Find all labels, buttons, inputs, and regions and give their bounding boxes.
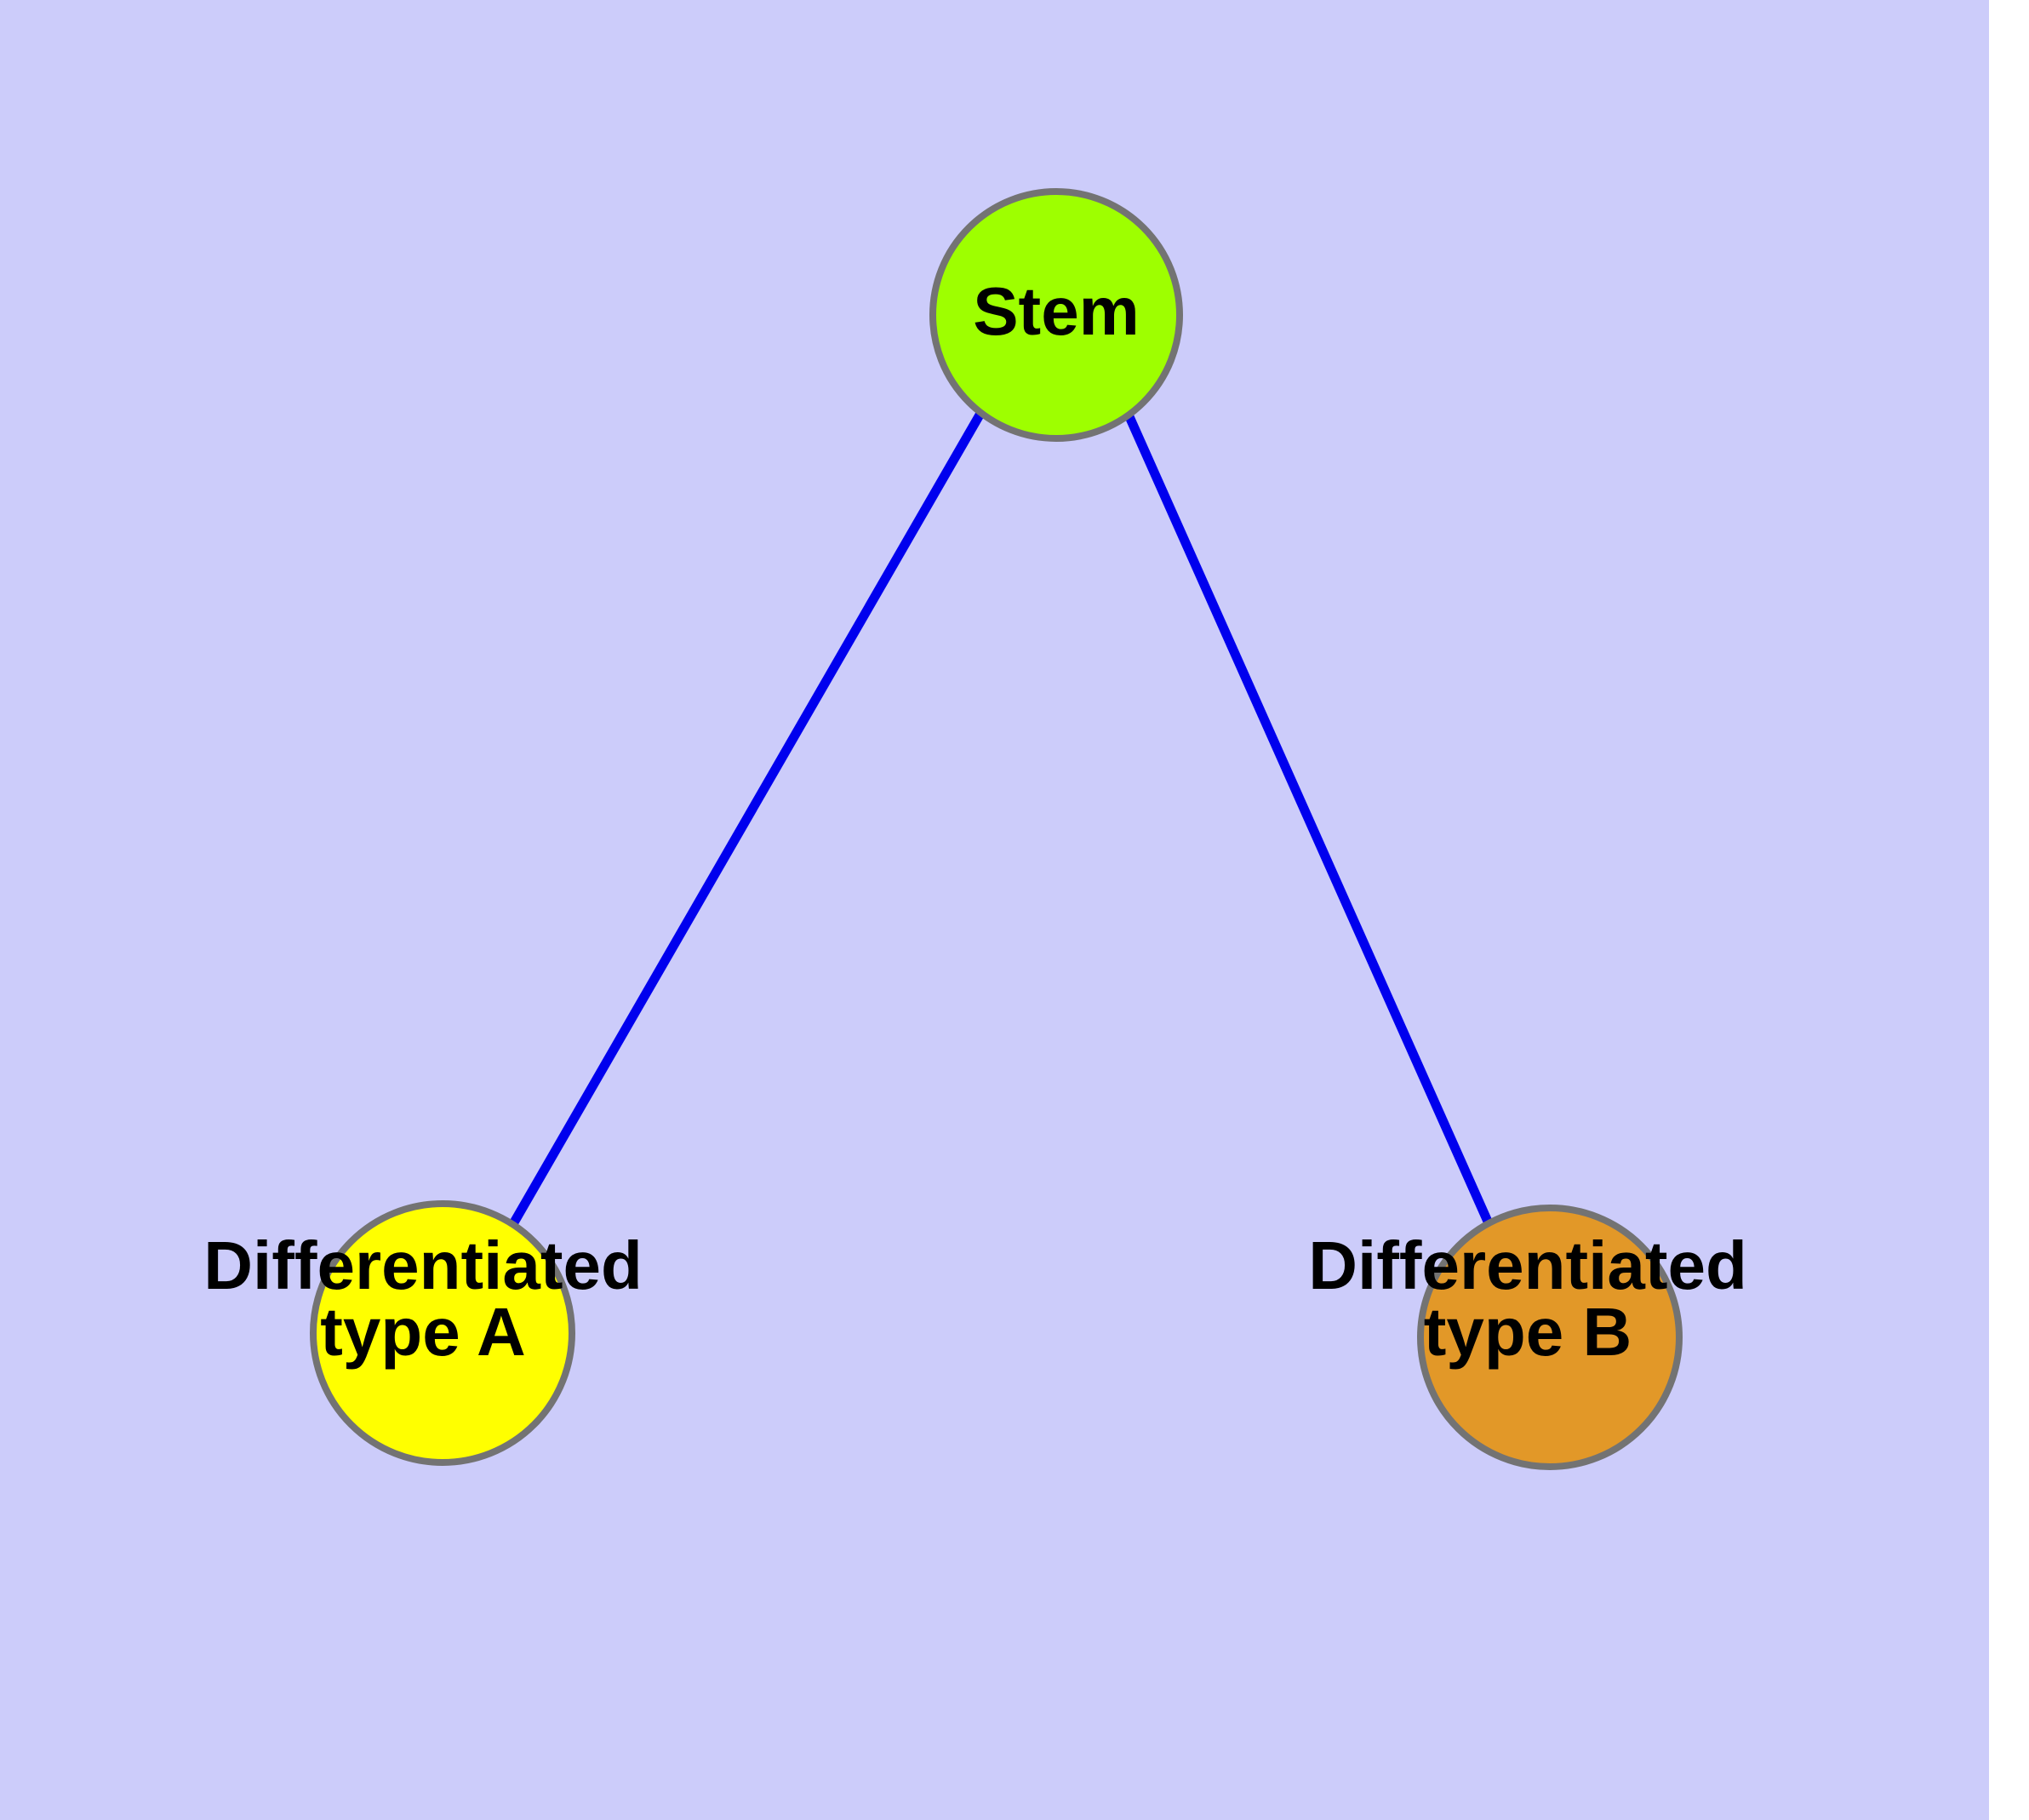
node-label-line: Stem	[973, 273, 1140, 349]
node-label-line: Differentiated	[1308, 1228, 1747, 1303]
node-label-line: type A	[320, 1294, 526, 1370]
node-differentiated-type-b[interactable]	[1417, 1205, 1683, 1470]
node-label-line: type B	[1424, 1294, 1632, 1370]
node-layer	[310, 188, 1683, 1470]
edge-layer	[510, 409, 1494, 1226]
edge-stem-to-diff-b[interactable]	[1123, 410, 1494, 1226]
node-label-stem: Stem	[973, 273, 1140, 349]
node-label-line: Differentiated	[203, 1228, 643, 1303]
edge-stem-to-diff-a[interactable]	[510, 409, 986, 1225]
node-stem[interactable]	[929, 188, 1183, 442]
node-differentiated-type-a[interactable]	[310, 1200, 575, 1466]
